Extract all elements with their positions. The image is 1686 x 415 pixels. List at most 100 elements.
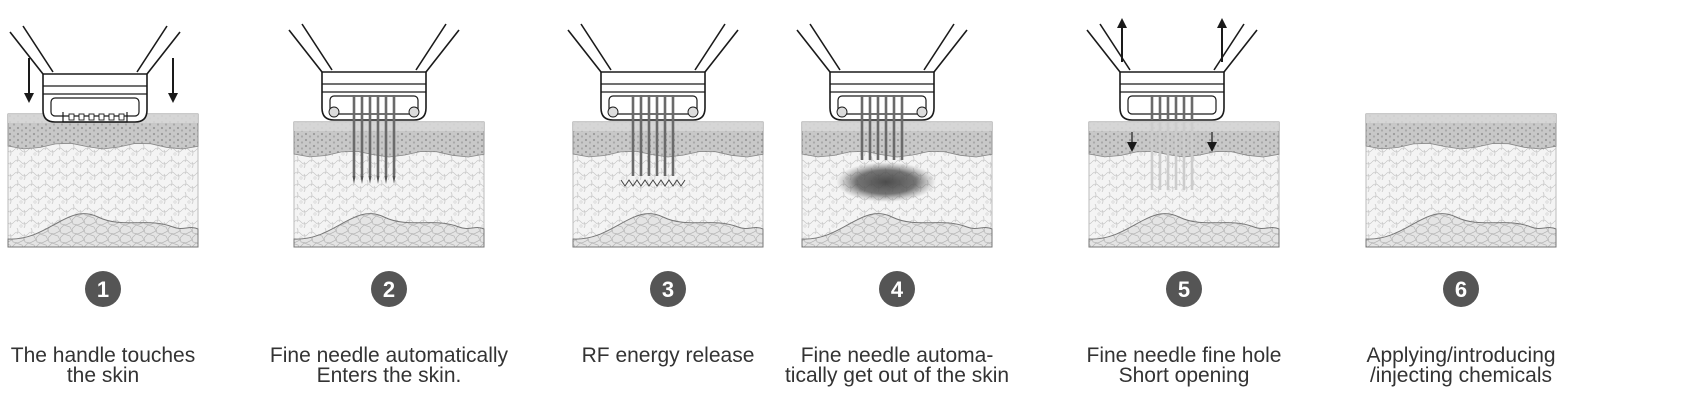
- subcutaneous-layer: [293, 213, 485, 248]
- handpiece: [1086, 23, 1258, 121]
- step-number-badge: [1443, 271, 1479, 307]
- handpiece-arm-left-inner: [22, 25, 54, 73]
- skin-block: [293, 121, 485, 248]
- needle-array: [631, 95, 675, 176]
- handpiece-arm-right-inner: [136, 25, 168, 73]
- step-caption: Fine needle automa-tically get out of th…: [762, 344, 1032, 387]
- press-arrow-left-head: [24, 93, 34, 103]
- needle-slot: [78, 113, 85, 121]
- handpiece-arm-left-inner: [1099, 23, 1131, 71]
- spring-indicator-right: [687, 106, 699, 118]
- handpiece: [288, 23, 460, 121]
- caption-line: the skin: [66, 364, 140, 387]
- needle-array: [1150, 95, 1194, 120]
- handpiece: [796, 23, 968, 121]
- subcutaneous-layer: [7, 213, 199, 248]
- step-4: 4: [796, 23, 993, 307]
- needle-tip: [384, 176, 388, 184]
- handpiece-arm-right-inner: [415, 23, 447, 71]
- rf-energy-zigzag: [620, 179, 686, 187]
- handpiece-arm-left-inner: [580, 23, 612, 71]
- caption-line: Fine needle fine hole: [1086, 344, 1282, 367]
- step-caption: RF energy release: [533, 344, 803, 367]
- spring-indicator-left: [836, 106, 848, 118]
- spring-indicator-right: [916, 106, 928, 118]
- handpiece-arm-right-outer: [1223, 29, 1258, 73]
- step-number-badge: [371, 271, 407, 307]
- step-caption: Applying/introducing/injecting chemicals: [1326, 344, 1596, 387]
- hole-arrow-left-head: [1127, 142, 1137, 152]
- needle-cartridge: [837, 95, 927, 115]
- handpiece: [9, 25, 181, 123]
- rf-thermal-zone: [836, 162, 936, 202]
- step-number: 3: [662, 277, 674, 302]
- press-arrow-right-head: [168, 93, 178, 103]
- handpiece-arm-left-inner: [809, 23, 841, 71]
- needle-slot: [68, 113, 75, 121]
- skin-block: [801, 121, 993, 248]
- stratum-corneum: [1366, 114, 1556, 123]
- caption-line: Fine needle automa-: [800, 344, 994, 367]
- step-3: 3: [567, 23, 764, 307]
- needle-tip: [352, 176, 356, 184]
- spring-indicator-right: [408, 106, 420, 118]
- steps-layer: 1 2 3 4 5 6: [7, 18, 1557, 307]
- subcutaneous-layer: [1088, 213, 1280, 248]
- handpiece-arm-right-outer: [425, 29, 460, 73]
- handpiece: [567, 23, 739, 121]
- handpiece-arm-left-outer: [567, 29, 602, 73]
- needle-slot: [88, 113, 95, 121]
- caption-line: tically get out of the skin: [784, 364, 1010, 387]
- caption-line: Applying/introducing: [1366, 344, 1556, 367]
- caption-line: /injecting chemicals: [1369, 364, 1553, 387]
- caption-line: Fine needle automatically: [269, 344, 509, 367]
- needle-tip: [368, 176, 372, 184]
- handpiece-arm-right-inner: [694, 23, 726, 71]
- caption-line: Enters the skin.: [316, 364, 462, 387]
- step-number: 6: [1455, 277, 1467, 302]
- step-5: 5: [1086, 18, 1280, 307]
- needle-array: [352, 95, 396, 184]
- stratum-corneum: [802, 122, 992, 131]
- caption-line: Short opening: [1118, 364, 1250, 387]
- subcutaneous-layer: [572, 213, 764, 248]
- step-2: 2: [288, 23, 485, 307]
- step-number: 4: [891, 277, 904, 302]
- handpiece-arm-left-outer: [9, 31, 44, 75]
- step-6: 6: [1365, 113, 1557, 307]
- caption-line: RF energy release: [581, 344, 755, 367]
- handpiece-arm-right-outer: [146, 31, 181, 75]
- needle-cartridge: [1127, 95, 1217, 115]
- needle-tip: [360, 176, 364, 184]
- needle-array: [1150, 122, 1194, 190]
- spring-indicator-left: [328, 106, 340, 118]
- skin-block: [1365, 113, 1557, 248]
- needle-array: [860, 95, 904, 160]
- handpiece-arm-left-outer: [796, 29, 831, 73]
- step-number-badge: [879, 271, 915, 307]
- needle-cartridge: [50, 97, 140, 117]
- spring-indicator-left: [607, 106, 619, 118]
- needle-slot: [118, 113, 125, 121]
- step-number-badge: [650, 271, 686, 307]
- skin-block: [7, 113, 199, 248]
- step-number-badge: [1166, 271, 1202, 307]
- subcutaneous-layer: [1365, 213, 1557, 248]
- stratum-corneum: [573, 122, 763, 131]
- step-number-badge: [85, 271, 121, 307]
- needle-cartridge: [329, 95, 419, 115]
- handpiece-arm-right-inner: [923, 23, 955, 71]
- needle-tip: [376, 176, 380, 184]
- needle-slot: [98, 113, 105, 121]
- handpiece-arm-right-outer: [933, 29, 968, 73]
- step-number: 1: [97, 277, 109, 302]
- handpiece-arm-right-inner: [1213, 23, 1245, 71]
- handpiece-arm-left-inner: [301, 23, 333, 71]
- step-number: 5: [1178, 277, 1190, 302]
- hole-arrow-right-head: [1207, 142, 1217, 152]
- handpiece-arm-left-outer: [288, 29, 323, 73]
